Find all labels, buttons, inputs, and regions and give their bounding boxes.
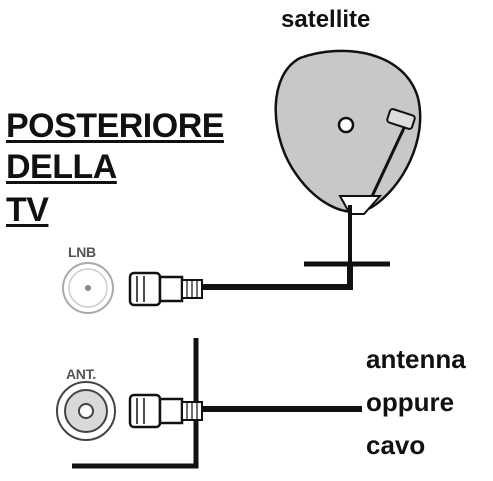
coax-connector-icon bbox=[128, 271, 203, 307]
lnb-socket-icon bbox=[62, 262, 114, 314]
page-title-line-3: TV bbox=[6, 191, 49, 229]
lnb-port-label: LNB bbox=[68, 244, 96, 260]
dish-feed-hub bbox=[337, 116, 355, 134]
wall-line bbox=[72, 338, 199, 469]
lnb-socket-pin bbox=[85, 285, 91, 291]
ant-port-label: ANT. bbox=[66, 366, 96, 382]
lnb-head bbox=[386, 108, 416, 130]
ant-connector-nut bbox=[128, 393, 162, 429]
coax-connector-icon bbox=[128, 393, 203, 429]
antenna-label-line-1: antenna bbox=[366, 344, 466, 374]
ant-connector-body bbox=[158, 397, 184, 425]
ant-socket-pin bbox=[78, 403, 94, 419]
antenna-label-line-2: oppure bbox=[366, 387, 455, 417]
lnb-connector-body bbox=[158, 275, 184, 303]
page-title-line-1: POSTERIORE bbox=[6, 107, 224, 145]
satellite-dish-icon bbox=[274, 49, 422, 262]
lnb-arm bbox=[366, 127, 406, 206]
lnb-cable bbox=[200, 264, 353, 290]
satellite-label: satellite bbox=[281, 6, 371, 33]
antenna-label-line-3: cavo bbox=[366, 430, 426, 460]
ant-socket-icon bbox=[56, 381, 116, 441]
lnb-connector-nut bbox=[128, 271, 162, 307]
page-title-line-2: DELLA bbox=[6, 148, 117, 186]
